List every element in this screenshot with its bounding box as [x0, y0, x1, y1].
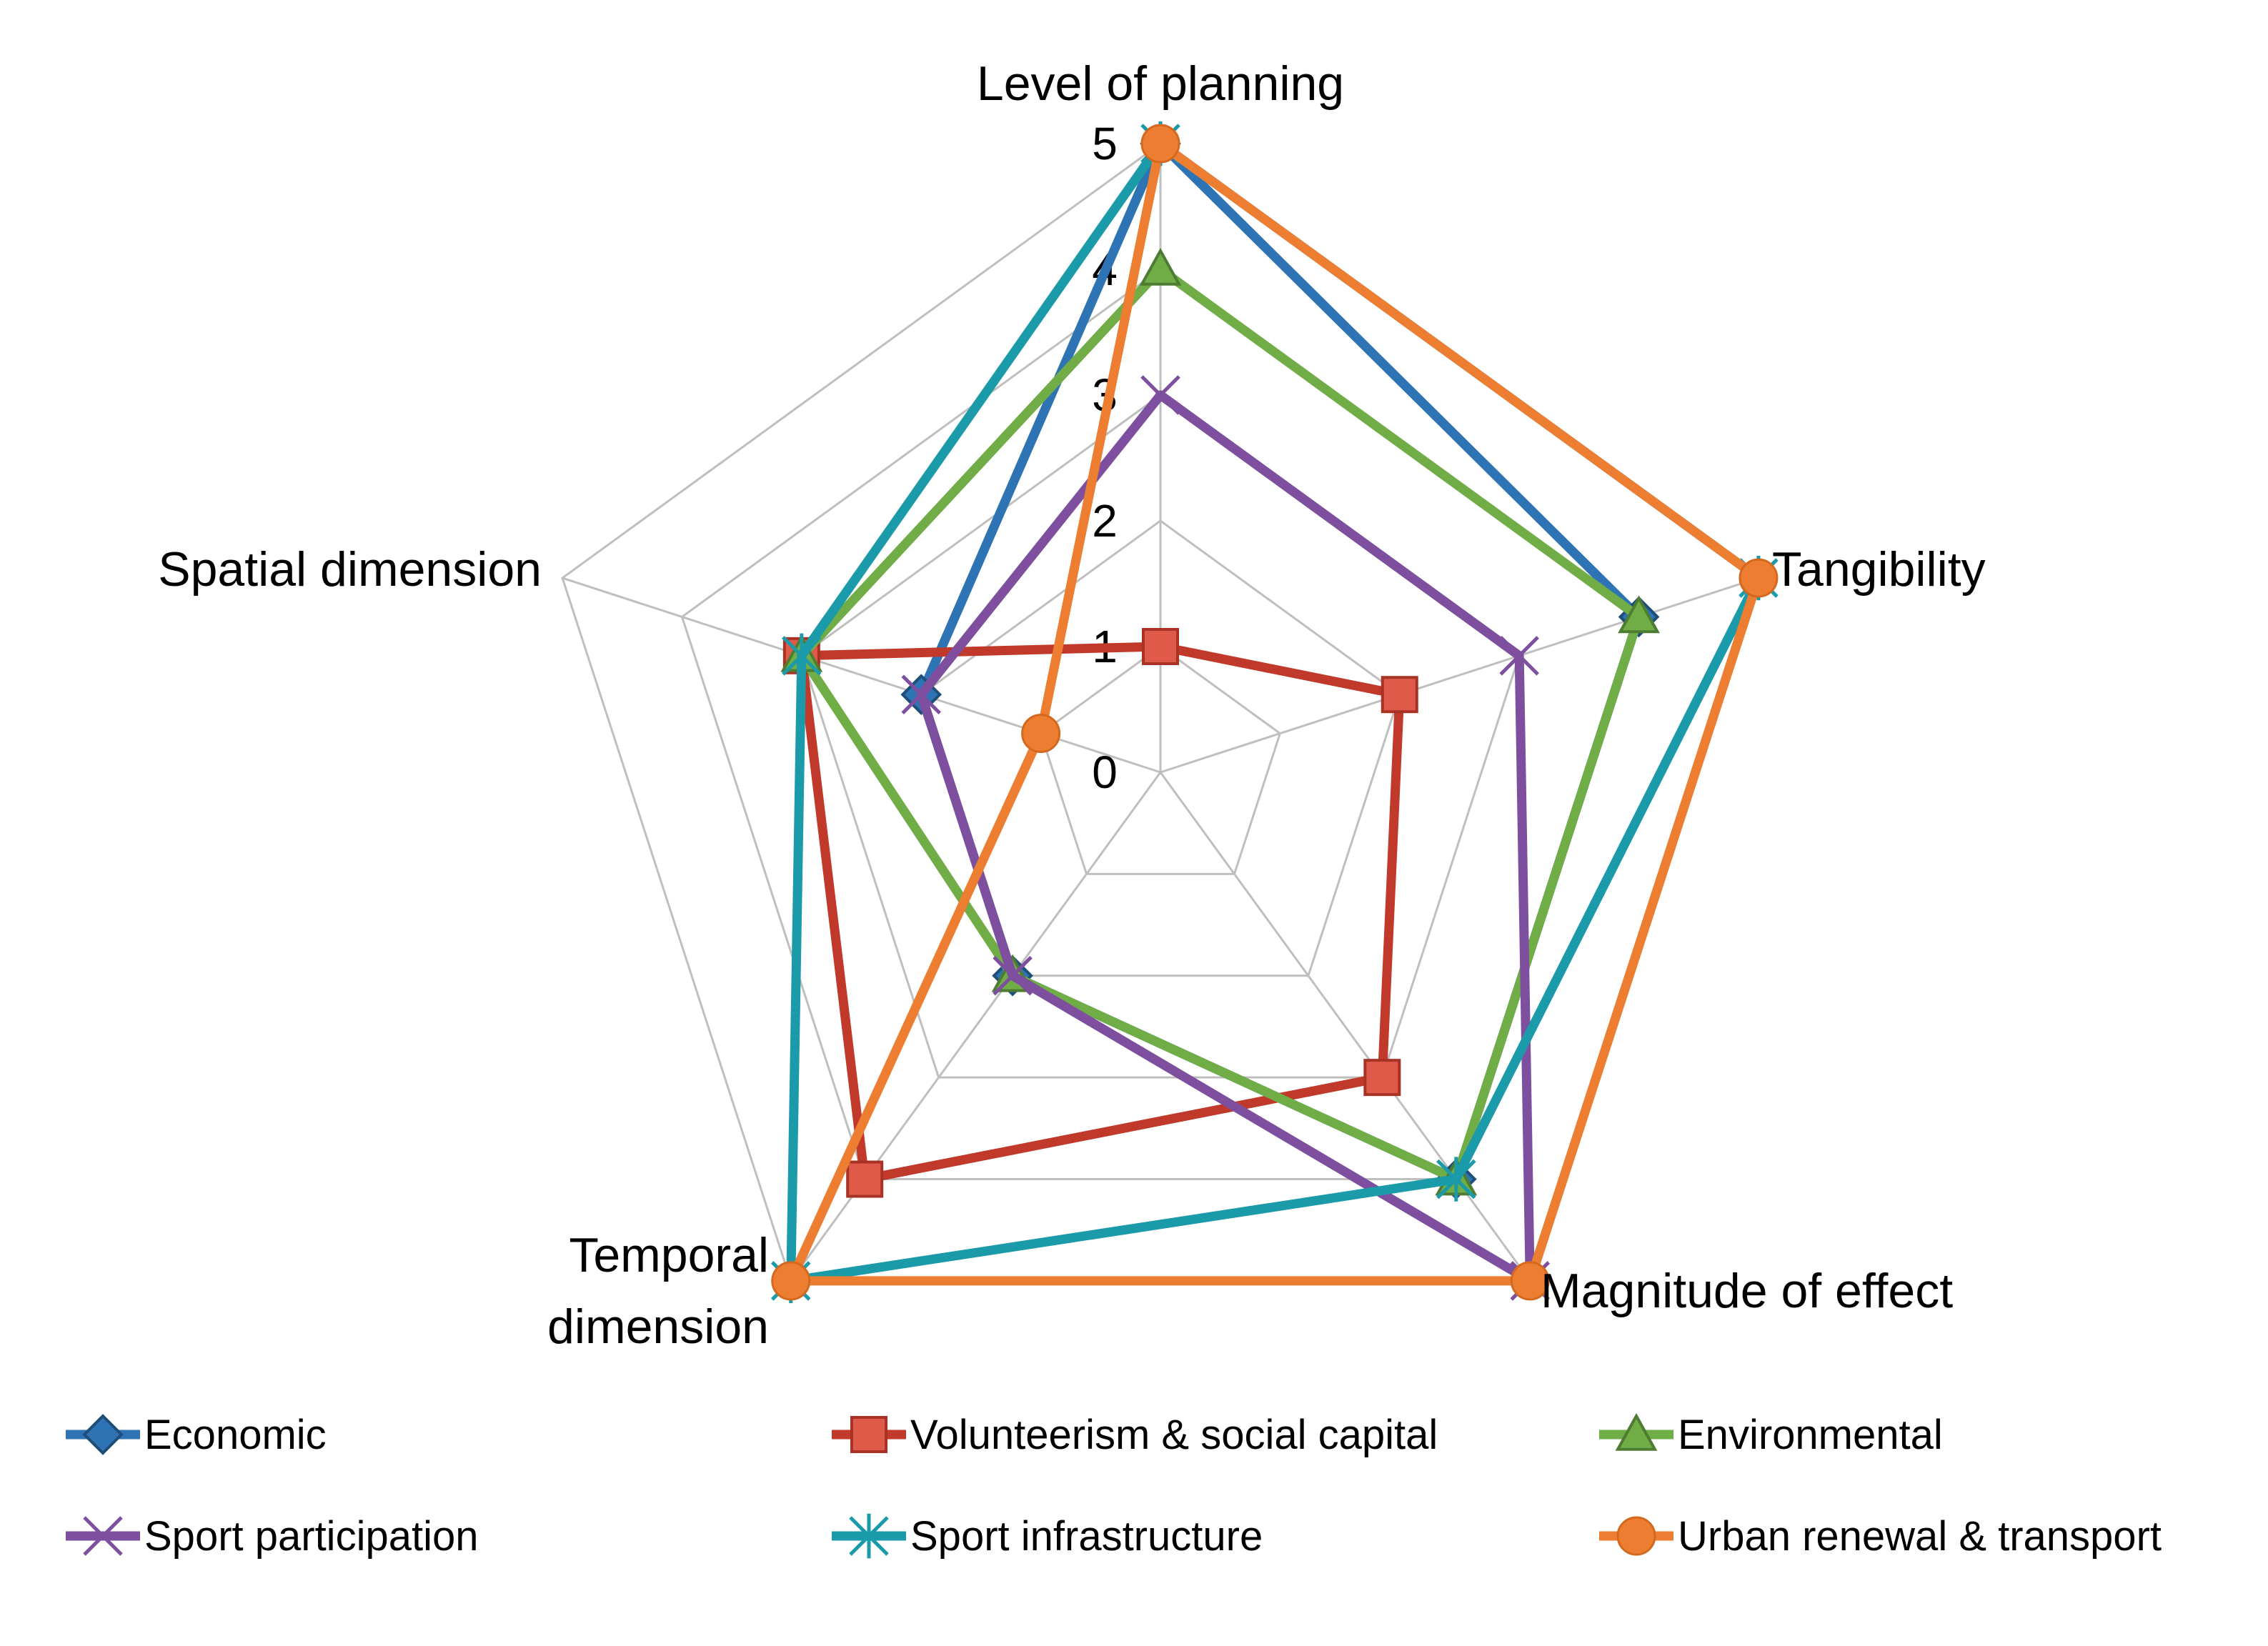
grid-ring-2 — [920, 519, 1401, 977]
grid-spoke-5 — [562, 577, 1161, 774]
data-point-marker — [1499, 636, 1539, 676]
tick-label: 2 — [1092, 495, 1118, 547]
data-point-marker — [1140, 124, 1180, 164]
data-point-marker — [771, 1261, 811, 1301]
tick-label: 0 — [1092, 747, 1118, 798]
legend: Economic Volunteerism & social capital Env… — [66, 1412, 2162, 1560]
legend-item: Sport participation — [66, 1513, 478, 1560]
axis-label: Magnitude of effect — [1541, 1264, 1953, 1318]
series-line — [786, 139, 1764, 1286]
legend-label: Sport participation — [144, 1513, 478, 1560]
series-1 — [900, 123, 1660, 1200]
legend-item: Economic — [66, 1412, 327, 1458]
data-point-marker — [993, 956, 1033, 996]
legend-marker — [850, 1416, 887, 1453]
legend-item: Sport infrastructure — [832, 1513, 1263, 1560]
legend-marker — [82, 1414, 124, 1455]
legend-label: Volunteerism & social capital — [910, 1412, 1438, 1458]
axis-label: Level of planning — [977, 56, 1344, 111]
data-point-marker — [901, 674, 941, 714]
series-line — [797, 264, 1644, 1184]
series-6 — [771, 124, 1779, 1301]
legend-marker — [1616, 1516, 1656, 1556]
legend-marker — [1615, 1412, 1658, 1451]
axis-label: Spatial dimension — [158, 542, 542, 597]
legend-label: Environmental — [1678, 1412, 1943, 1458]
series-line — [797, 642, 1405, 1184]
grid-ring-1 — [1039, 645, 1282, 875]
legend-item: Volunteerism & social capital — [832, 1412, 1438, 1458]
grid-spoke-3 — [1159, 772, 1531, 1282]
series-2 — [782, 628, 1418, 1198]
legend-item: Urban renewal & transport — [1599, 1513, 2162, 1560]
series-line — [786, 139, 1764, 1286]
radar-grid — [561, 142, 1760, 1282]
data-point-marker — [782, 633, 822, 679]
data-point-marker — [1140, 375, 1180, 415]
legend-label: Urban renewal & transport — [1678, 1513, 2162, 1560]
data-point-marker — [1142, 628, 1179, 665]
series-line — [916, 390, 1535, 1286]
data-point-marker — [1363, 1059, 1401, 1097]
legend-marker — [83, 1516, 123, 1556]
legend-label: Sport infrastructure — [910, 1513, 1263, 1560]
data-point-marker — [1618, 595, 1660, 634]
series-layer — [770, 121, 1779, 1304]
legend-item: Environmental — [1599, 1412, 1943, 1458]
axis-label: Tangibility — [1772, 542, 1986, 597]
data-point-marker — [1139, 247, 1182, 286]
data-point-marker — [1381, 676, 1418, 714]
data-point-marker — [1510, 1261, 1550, 1301]
tick-label: 5 — [1092, 118, 1118, 169]
grid-spoke-2 — [1160, 577, 1759, 774]
legend-label: Economic — [144, 1412, 327, 1458]
data-point-marker — [846, 1160, 884, 1198]
legend-marker — [849, 1513, 889, 1559]
data-point-marker — [1436, 1157, 1476, 1202]
series-4 — [901, 375, 1551, 1301]
data-point-marker — [1739, 558, 1779, 598]
data-point-marker — [1021, 714, 1061, 754]
